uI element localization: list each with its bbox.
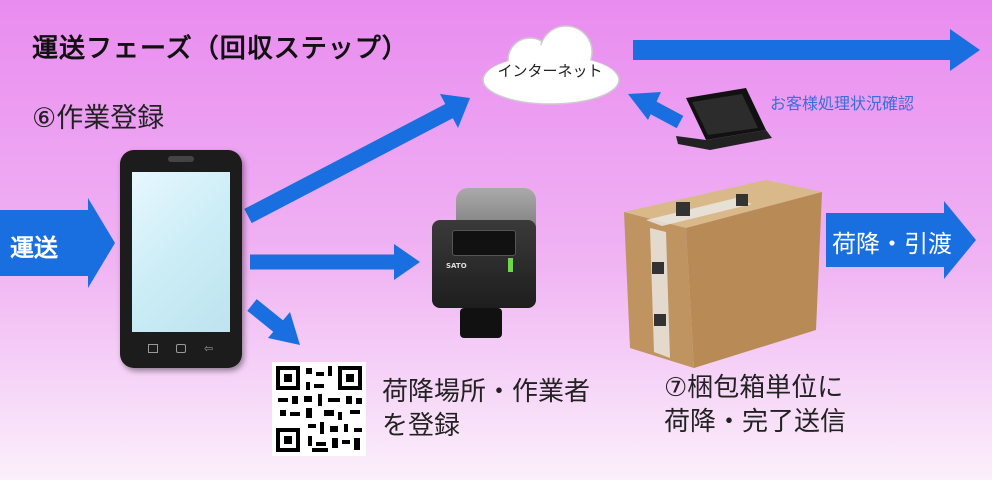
box-label-qr-4 (654, 314, 666, 326)
unload-arrow (826, 201, 976, 279)
box-label-qr-1 (676, 202, 690, 216)
printer-body: SATO (432, 220, 536, 308)
printer-brand: SATO (446, 262, 467, 270)
mobile-printer-icon: SATO (430, 188, 540, 338)
home-key-icon (176, 344, 186, 353)
box-label-qr-2 (736, 194, 748, 206)
step6-label: ⑥作業登録 (32, 103, 165, 134)
phone-to-qr-arrow (247, 299, 288, 336)
step7-line1: ⑦梱包箱単位に (664, 373, 844, 403)
menu-key-icon (148, 344, 158, 353)
speaker-icon (168, 156, 194, 162)
qr-code-icon (272, 362, 366, 456)
box-label-qr-3 (652, 262, 664, 274)
page-title: 運送フェーズ（回収ステップ） (32, 34, 409, 64)
qr-caption: 荷降場所・作業者 を登録 (382, 376, 590, 444)
transport-arrow (0, 198, 115, 288)
cardboard-box-icon (624, 180, 822, 368)
laptop-to-cloud-arrow (646, 99, 684, 129)
phone-to-cloud-arrow (244, 100, 459, 224)
phone-screen (132, 172, 230, 332)
unload-arrow-label: 荷降・引渡 (832, 230, 952, 258)
cloud-icon (482, 25, 620, 105)
qr-caption-line2: を登録 (382, 410, 461, 441)
smartphone-icon: ⇦ (120, 150, 242, 368)
top-long-arrow (633, 29, 980, 71)
back-key-icon: ⇦ (204, 342, 214, 355)
laptop-icon (676, 88, 772, 150)
printer-clip (460, 308, 502, 338)
status-led-icon (508, 258, 513, 272)
customer-status-check-text: お客様処理状況確認 (770, 94, 915, 113)
cloud-label: インターネット (497, 62, 603, 80)
step7-caption: ⑦梱包箱単位に 荷降・完了送信 (664, 372, 846, 440)
transport-arrow-label: 運送 (10, 234, 58, 262)
qr-caption-line1: 荷降場所・作業者 (382, 377, 591, 407)
step7-line2: 荷降・完了送信 (664, 406, 847, 437)
printer-display (452, 230, 516, 256)
